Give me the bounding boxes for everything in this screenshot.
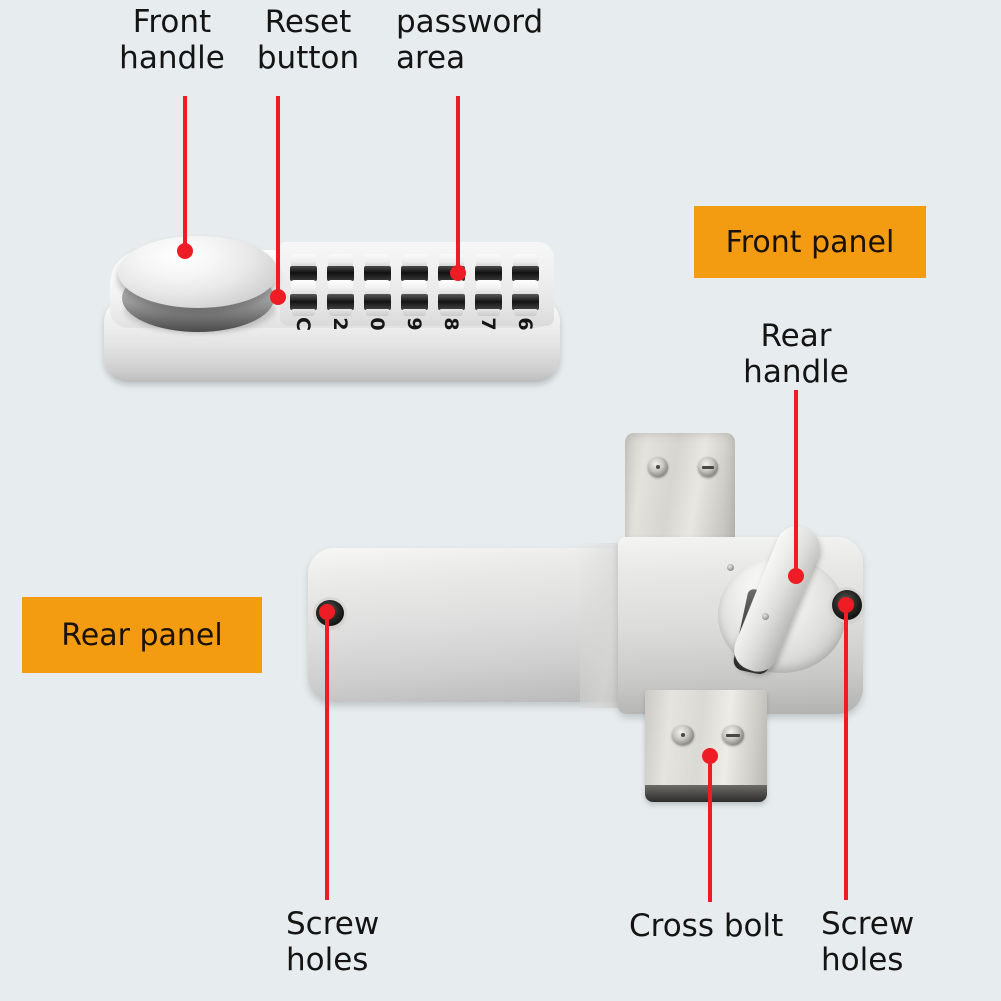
cross-bolt-screw-left-icon [672,725,694,745]
leader-dot-screw-holes-left [319,604,335,620]
leader-line-cross-bolt [708,755,712,902]
keypad-button-cap [328,254,353,267]
callout-label-rear-handle: Rear handle [743,318,849,390]
keypad-button-foot [329,309,352,316]
leader-line-rear-handle [794,390,798,580]
rear-panel-body-left [308,548,633,702]
callout-label-cross-bolt: Cross bolt [629,908,784,944]
keypad-button-label: 9 [403,317,425,331]
keypad-button-4[interactable]: 8 [438,254,465,331]
keypad-button-cap [476,254,501,267]
keypad-button-midcap [328,280,353,295]
keypad-button-6[interactable]: 6 [512,254,539,331]
keypad-button-label: 6 [514,317,536,331]
rear-panel-lock-body [300,425,900,805]
keypad-button-shadow-lower [290,294,317,310]
leader-dot-front-handle [177,243,193,259]
leader-dot-screw-holes-right [838,597,854,613]
rear-panel-pin-lower [762,613,769,620]
leader-dot-rear-handle [788,568,804,584]
keypad-button-foot [366,309,389,316]
keypad-button-shadow-lower [364,294,391,310]
keypad-button-5[interactable]: 7 [475,254,502,331]
keypad-button-shadow-upper [401,266,428,281]
keypad-button-foot [440,309,463,316]
front-panel-badge: Front panel [694,206,926,278]
cross-bolt-plate [645,690,767,802]
keypad-button-midcap [365,280,390,295]
keypad-button-shadow-lower [512,294,539,310]
leader-line-reset-button [276,96,280,299]
front-panel-lock-body: C 2 0 9 [104,236,560,382]
front-handle-knob[interactable] [118,236,278,308]
leader-dot-reset-button [270,289,286,305]
keypad-button-shadow-upper [290,266,317,281]
keypad-button-midcap [402,280,427,295]
callout-label-password-area: password area [396,4,544,76]
keypad-button-label: 8 [440,317,462,331]
keypad-button-label: 7 [477,317,499,331]
keypad-button-shadow-lower [401,294,428,310]
leader-dot-password-area [450,265,466,281]
keypad-button-cap [402,254,427,267]
keypad-button-foot [292,309,315,316]
rear-panel-badge: Rear panel [22,597,262,673]
cross-bolt-plate-shadow [645,785,767,802]
keypad-button-cap [513,254,538,267]
keypad-button-shadow-upper [512,266,539,281]
callout-label-front-handle: Front handle [119,4,225,76]
callout-label-reset-button: Reset button [256,4,360,76]
keypad-button-foot [477,309,500,316]
strike-plate-screw-left-icon [648,457,668,477]
keypad-button-shadow-lower [475,294,502,310]
strike-plate-screw-right-icon [698,457,718,477]
keypad-button-label: C [292,317,314,331]
keypad-button-midcap [291,280,316,295]
screw-slot [702,466,714,469]
keypad-button-midcap [513,280,538,295]
keypad-button-midcap [476,280,501,295]
keypad-button-shadow-upper [327,266,354,281]
keypad-button-foot [514,309,537,316]
leader-line-screw-holes-right [844,605,848,900]
keypad-button-shadow-lower [438,294,465,310]
keypad-button-3[interactable]: 9 [401,254,428,331]
keypad-button-2[interactable]: 0 [364,254,391,331]
screw-slot [726,734,740,737]
callout-label-screw-holes-right: Screw holes [821,906,915,978]
keypad-button-shadow-lower [327,294,354,310]
leader-dot-cross-bolt [702,748,718,764]
keypad-button-midcap [439,280,464,295]
leader-line-screw-holes-left [325,612,329,900]
keypad-button-cap [291,254,316,267]
keypad-button-shadow-upper [364,266,391,281]
leader-line-front-handle [183,96,187,252]
keypad-button-label: 2 [329,317,351,331]
screw-slot [656,465,660,469]
keypad-button-1[interactable]: 2 [327,254,354,331]
keypad-button-foot [403,309,426,316]
screw-slot [681,733,685,737]
callout-label-screw-holes-left: Screw holes [286,906,380,978]
keypad-button-shadow-upper [475,266,502,281]
rear-panel-pin-upper [727,564,734,571]
keypad-button-label: 0 [366,317,388,331]
leader-line-password-area [456,96,460,276]
keypad-button-0[interactable]: C [290,254,317,331]
cross-bolt-screw-right-icon [722,725,744,745]
keypad-button-cap [365,254,390,267]
